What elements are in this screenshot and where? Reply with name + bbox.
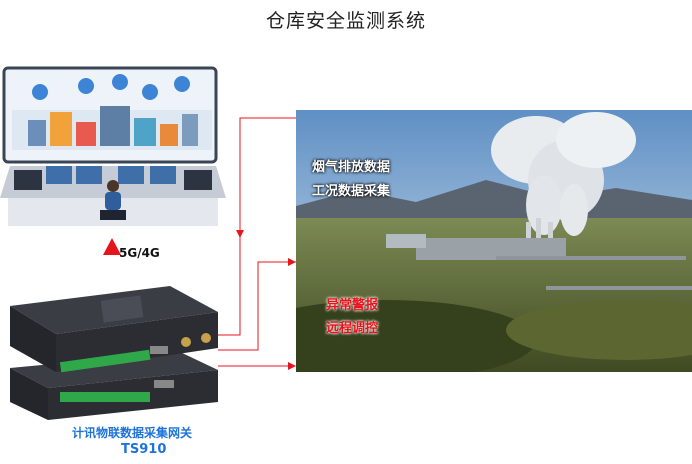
arrow-right-icon <box>288 362 296 370</box>
gateway-model: TS910 <box>121 442 167 457</box>
gateway-device-lower <box>10 352 218 420</box>
gateway-device-upper <box>10 286 218 373</box>
industrial-plant-photo: 烟气排放数据 工况数据采集 异常警报 远程调控 <box>296 110 692 372</box>
gateway-name: 计讯物联数据采集网关 <box>72 426 193 440</box>
arrow-right-icon <box>288 258 296 266</box>
photo-label-condition-data: 工况数据采集 <box>312 184 391 199</box>
arrow-down-icon <box>236 230 244 238</box>
photo-label-smoke-emission: 烟气排放数据 <box>312 160 391 175</box>
photo-label-alarm: 异常警报 <box>326 298 379 313</box>
connector-arrows <box>218 117 296 367</box>
arrow-up-icon <box>103 238 121 255</box>
photo-label-remote-control: 远程调控 <box>326 321 379 336</box>
page-title: 仓库安全监测系统 <box>265 10 426 32</box>
control-room-illustration <box>0 62 226 234</box>
network-label: 5G/4G <box>119 246 160 260</box>
